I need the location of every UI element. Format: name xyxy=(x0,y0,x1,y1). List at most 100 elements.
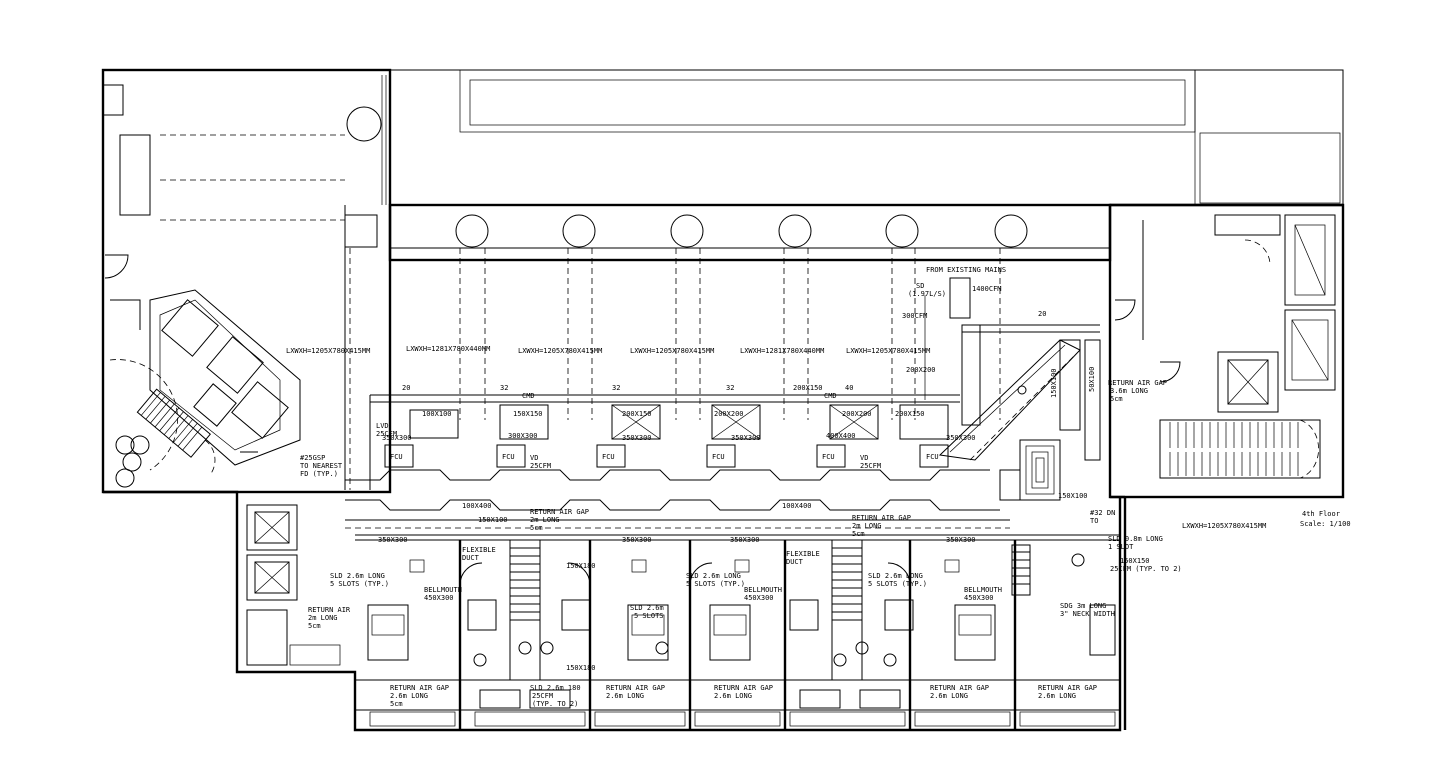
label-typ-to2: 25CFM (TYP. TO 2) xyxy=(1110,565,1182,573)
sheet-title: 4th Floor xyxy=(1302,510,1340,518)
right-stair-core xyxy=(1114,214,1336,479)
label-bellmouth-3: BELLMOUTH xyxy=(964,586,1002,594)
unit-1-duct-a: 20 xyxy=(402,384,410,392)
label-350x300-1: 350X300 xyxy=(378,536,408,544)
label-150x100-v: 150X100 xyxy=(1050,368,1058,398)
unit-5-duct-b: 200X200 xyxy=(842,410,872,418)
unit-2-lwh: LXWXH=1281X780X440MM xyxy=(406,345,490,353)
label-return-mid2: RETURN AIR GAP xyxy=(852,514,911,522)
label-sd: SD xyxy=(916,282,924,290)
unit-5-box: 400X400 xyxy=(826,432,856,440)
label-50x100-v: 50X100 xyxy=(1088,367,1096,392)
unit-2-duct-b: 150X150 xyxy=(513,410,543,418)
label-return-bottom-2-len: 2.6m LONG xyxy=(606,692,644,700)
unit-5-fcu: FCU xyxy=(822,453,835,461)
label-return-bottom-5-len: 2.6m LONG xyxy=(1038,692,1076,700)
sheet-title-block: 4th Floor Scale: 1/100 xyxy=(1300,510,1351,528)
label-return-mid1-len: 2m LONG xyxy=(530,516,560,524)
label-duct-2: DUCT xyxy=(786,558,804,566)
fcu-duct-runs xyxy=(345,394,1120,536)
label-350x300-2: 350X300 xyxy=(622,536,652,544)
label-bell-size-1: 450X300 xyxy=(424,594,454,602)
label-return-air-top: RETURN AIR GAP xyxy=(1108,379,1167,387)
unit-3-box: 350X300 xyxy=(622,434,652,442)
label-150x100-a: 150X100 xyxy=(478,516,508,524)
unit-5-lwh: LXWXH=1281X780X440MM xyxy=(740,347,824,355)
label-350x300-3: 350X300 xyxy=(730,536,760,544)
label-cmd-b: CMD xyxy=(824,392,837,400)
label-vd-a: VD xyxy=(530,454,538,462)
unit-4-box: 350X300 xyxy=(731,434,761,442)
label-dn: #32 DN xyxy=(1090,509,1115,517)
label-1400cfm: 1400CFM xyxy=(972,285,1002,293)
label-cfm25-b: 25CFM xyxy=(530,462,551,470)
label-sdg: SDG 3m LONG xyxy=(1060,602,1106,610)
label-return-left-gap: 5cm xyxy=(308,622,321,630)
label-return-bottom-4-len: 2.6m LONG xyxy=(930,692,968,700)
label-return-left: RETURN AIR xyxy=(308,606,351,614)
label-cfm25-a: 25CFM xyxy=(376,430,397,438)
unit-2-fcu: FCU xyxy=(502,453,515,461)
label-return-mid2-len: 2m LONG xyxy=(852,522,882,530)
label-typ-bottom: (TYP. TO 2) xyxy=(532,700,578,708)
label-100x400-b: 100X400 xyxy=(782,502,812,510)
unit-6-duct-a: 40 xyxy=(845,384,853,392)
right-stair-treads xyxy=(1169,422,1299,476)
label-sld-mid3: SLD 2.6m LONG xyxy=(868,572,923,580)
sheet-scale: Scale: 1/100 xyxy=(1300,520,1351,528)
label-150x100-b: 150X100 xyxy=(1058,492,1088,500)
building-outline xyxy=(101,68,1345,732)
label-lvd: LVD xyxy=(376,422,389,430)
label-return-bottom-4: RETURN AIR GAP xyxy=(930,684,989,692)
label-lwh-right: LXWXH=1205X780X415MM xyxy=(1182,522,1266,530)
label-bell-size-2: 450X300 xyxy=(744,594,774,602)
unit-6-lwh: LXWXH=1205X780X415MM xyxy=(846,347,930,355)
left-lower-lifts xyxy=(246,504,341,666)
label-return-air-top-gap: 5cm xyxy=(1110,395,1123,403)
label-gsp: #25GSP xyxy=(300,454,325,462)
unit-2-box: 300X300 xyxy=(508,432,538,440)
unit-6-duct-b: 200X150 xyxy=(895,410,925,418)
label-to: TO xyxy=(1090,517,1098,525)
label-bellmouth-2: BELLMOUTH xyxy=(744,586,782,594)
left-stair-core xyxy=(104,254,301,488)
label-return-bottom-1-len: 2.6m LONG xyxy=(390,692,428,700)
label-return-bottom-5: RETURN AIR GAP xyxy=(1038,684,1097,692)
label-sld-left: SLD 2.6m LONG xyxy=(330,572,385,580)
label-duct-20-top: 20 xyxy=(1038,310,1046,318)
unit-4-lwh: LXWXH=1205X780X415MM xyxy=(630,347,714,355)
unit-2-duct-a: 32 xyxy=(500,384,508,392)
label-flexible: FLEXIBLE xyxy=(462,546,496,554)
label-350x300-4: 350X300 xyxy=(946,536,976,544)
label-slots-mid3: 5 SLOTS (TYP.) xyxy=(868,580,927,588)
label-slots-mid2: 5 SLOTS xyxy=(634,612,664,620)
label-fd-typ: FD (TYP.) xyxy=(300,470,338,478)
label-flexible-2: FLEXIBLE xyxy=(786,550,820,558)
unit-1-fcu: FCU xyxy=(390,453,403,461)
unit-6-box: 350X300 xyxy=(946,434,976,442)
label-return-bottom-1: RETURN AIR GAP xyxy=(390,684,449,692)
label-return-bottom-3: RETURN AIR GAP xyxy=(714,684,773,692)
unit-3-fcu: FCU xyxy=(602,453,615,461)
guest-rooms xyxy=(355,539,1120,730)
unit-4-duct-a: 32 xyxy=(726,384,734,392)
label-300cfm: 300CFM xyxy=(902,312,927,320)
label-vd-b: VD xyxy=(860,454,868,462)
label-150x150: 150X150 xyxy=(1120,557,1150,565)
label-return-mid1-gap: 5cm xyxy=(530,524,543,532)
label-duct: DUCT xyxy=(462,554,480,562)
label-slot: 1 SLOT xyxy=(1108,543,1134,551)
unit-5-duct-a: 200X150 xyxy=(793,384,823,392)
label-return-left-len: 2m LONG xyxy=(308,614,338,622)
label-bellmouth-1: BELLMOUTH xyxy=(424,586,462,594)
unit-1-duct-b: 100X100 xyxy=(422,410,452,418)
unit-1-box: 350X300 xyxy=(382,434,412,442)
label-return-bottom-3-len: 2.6m LONG xyxy=(714,692,752,700)
label-sld-mid: SLD 2.6m LONG xyxy=(686,572,741,580)
label-150x180-b: 150X180 xyxy=(566,664,596,672)
label-150x180: 150X180 xyxy=(566,562,596,570)
unit-3-duct-b: 200X150 xyxy=(622,410,652,418)
label-from-mains: FROM EXISTING MAINS xyxy=(926,266,1006,274)
label-cfm-bottom: 25CFM xyxy=(532,692,553,700)
